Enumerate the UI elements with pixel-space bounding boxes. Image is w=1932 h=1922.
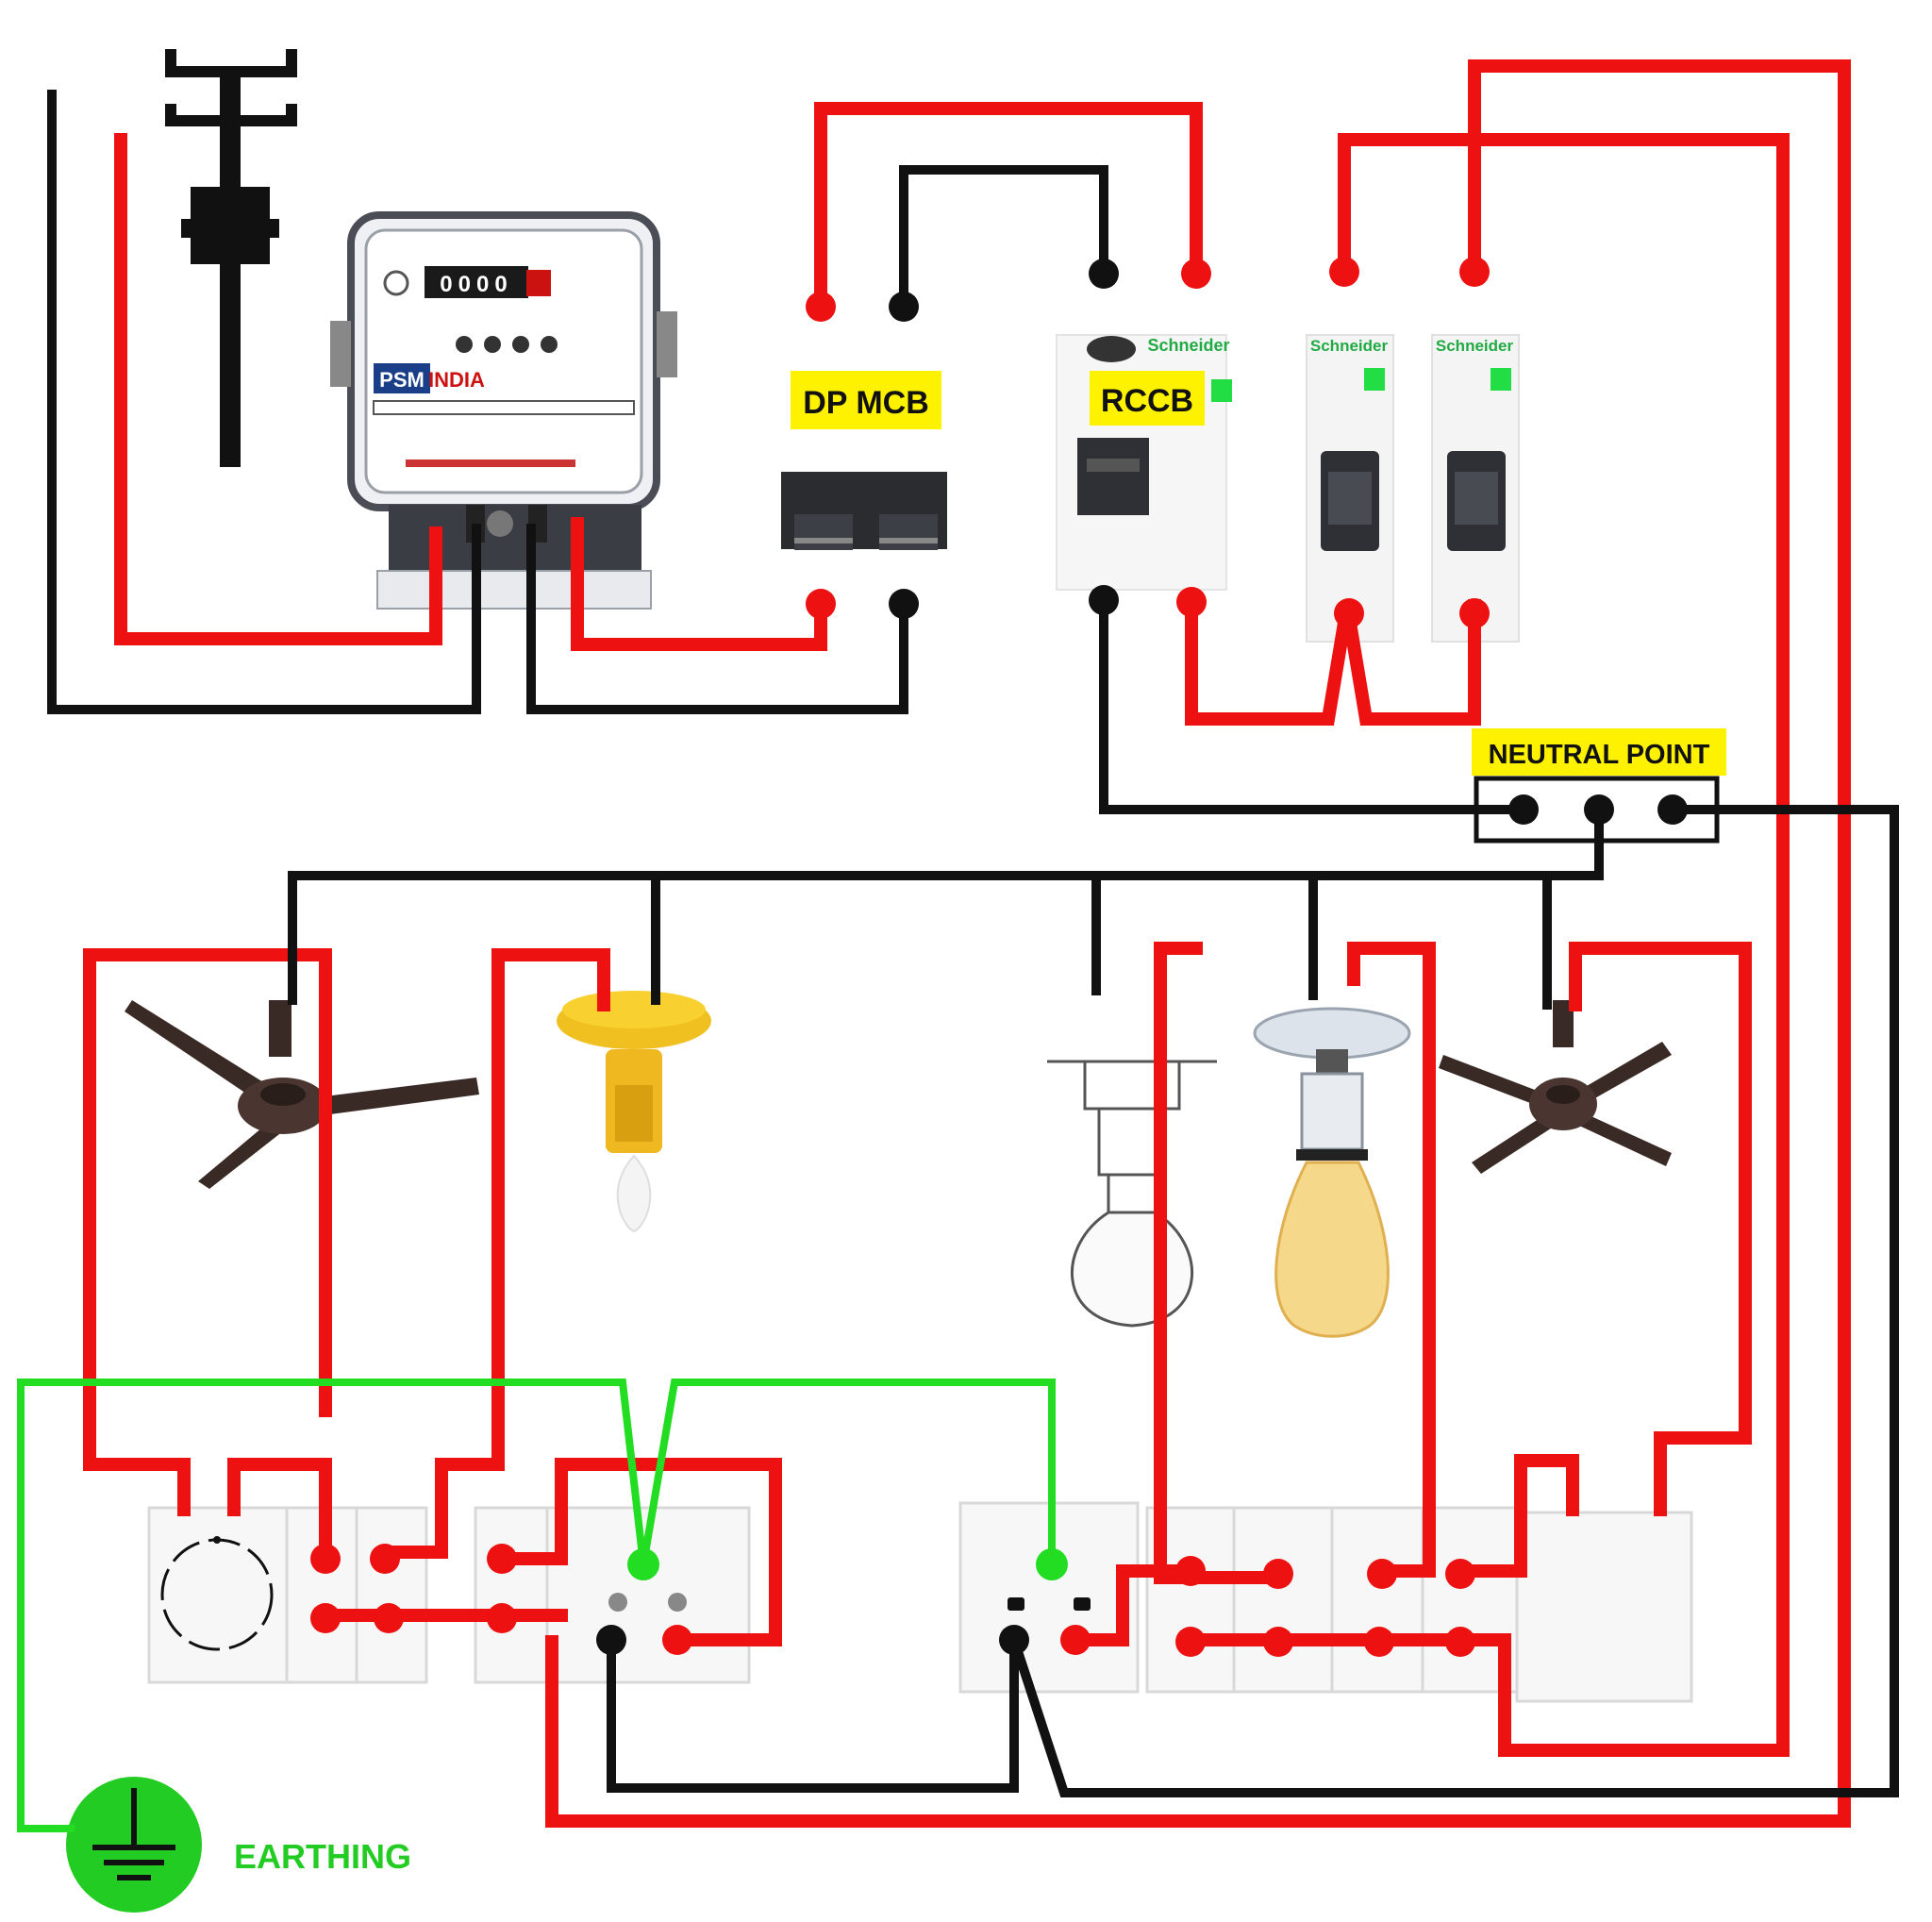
phase-wires bbox=[83, 59, 1851, 1828]
neutral-terminals bbox=[596, 259, 1688, 1655]
earthing-label: EARTHING bbox=[234, 1837, 411, 1876]
light-bulb-icon bbox=[1047, 1060, 1217, 1328]
fan-regulator-icon bbox=[160, 1536, 274, 1651]
batten-holder-bulb-icon bbox=[1253, 1007, 1411, 1338]
meter-reading: 0000 bbox=[440, 272, 512, 297]
earth-terminals bbox=[627, 1548, 1068, 1580]
bulb-holder-1-icon bbox=[557, 991, 711, 1233]
ceiling-fan-1-icon bbox=[125, 1000, 479, 1189]
rccb-label: RCCB bbox=[1090, 371, 1205, 426]
neutral-point-label: NEUTRAL POINT bbox=[1472, 728, 1726, 776]
switch-board-left bbox=[147, 1506, 751, 1684]
dp-mcb-label-text: DP MCB bbox=[803, 385, 929, 421]
meter-brand: PSM bbox=[379, 368, 425, 392]
earth-wires bbox=[17, 1379, 1056, 1832]
mcb1-brand: Schneider bbox=[1310, 337, 1389, 355]
phase-terminals bbox=[310, 257, 1490, 1657]
socket-right-icon bbox=[1008, 1597, 1091, 1611]
earthing-symbol-icon bbox=[66, 1777, 202, 1913]
neutral-point-label-text: NEUTRAL POINT bbox=[1489, 740, 1710, 770]
socket-left-icon bbox=[608, 1593, 687, 1612]
switch-board-right bbox=[958, 1501, 1693, 1703]
sp-mcb-1: Schneider bbox=[1306, 334, 1394, 643]
rccb-label-text: RCCB bbox=[1101, 383, 1193, 419]
ceiling-fan-2-icon bbox=[1439, 1000, 1672, 1174]
neutral-wires bbox=[47, 90, 1899, 1797]
sp-mcb-2: Schneider bbox=[1431, 334, 1520, 643]
mcb2-brand: Schneider bbox=[1436, 337, 1514, 355]
dp-mcb-label: DP MCB bbox=[791, 371, 941, 429]
energy-meter: 0000 PSM INDIA bbox=[330, 211, 677, 610]
dp-mcb bbox=[781, 472, 947, 550]
meter-brand-suffix: INDIA bbox=[428, 368, 485, 392]
utility-pole-icon bbox=[165, 49, 297, 467]
rccb-brand: Schneider bbox=[1147, 336, 1229, 355]
